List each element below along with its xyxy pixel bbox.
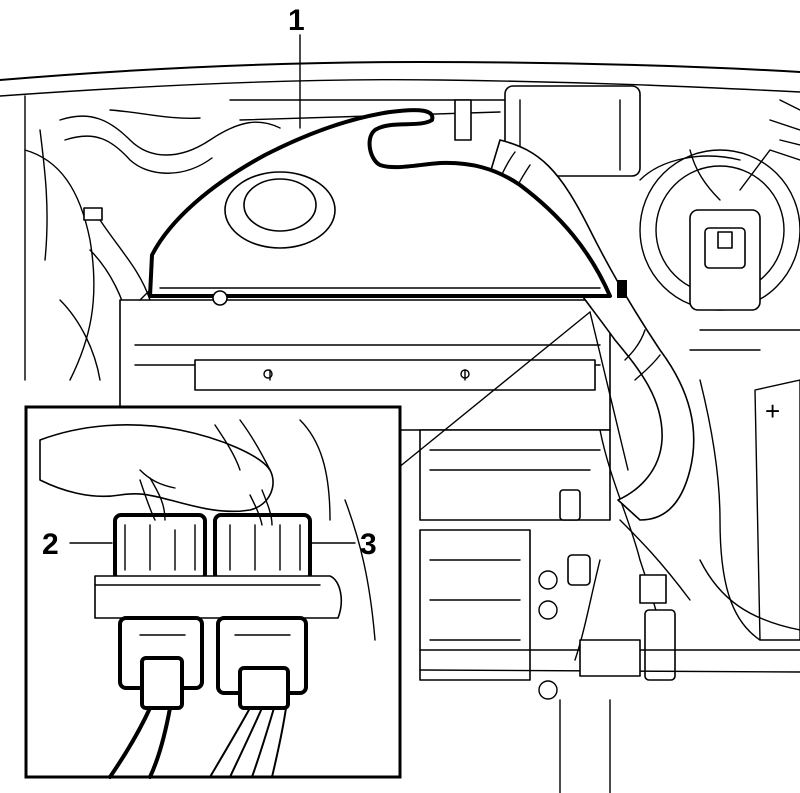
svg-text:+: + [765, 396, 780, 426]
callout-2-label: 2 [42, 528, 59, 561]
callout-3-label: 3 [360, 528, 377, 561]
callout-1-label: 1 [288, 4, 305, 37]
leader-lines [299, 34, 629, 471]
engine-cover [148, 108, 627, 306]
marker-rectangle [617, 280, 627, 298]
inset-detail [24, 405, 402, 779]
